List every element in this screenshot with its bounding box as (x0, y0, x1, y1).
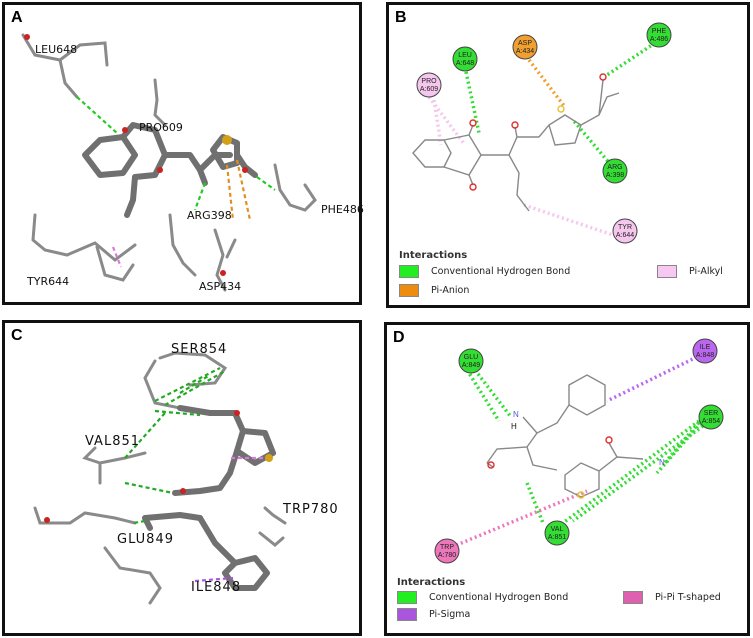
label-trp780: TRP780 (282, 502, 339, 517)
label-tyr644: TYR644 (26, 275, 69, 288)
node-circle (458, 348, 484, 374)
node-id: A:609 (420, 86, 438, 93)
legend-title: Interactions (397, 577, 466, 588)
node-leu648: LEU A:648 (452, 46, 478, 72)
legend-label: Pi-Anion (431, 285, 470, 296)
node-name: LEU (458, 52, 472, 59)
legend-swatch (623, 591, 643, 604)
panel-a-structure: LEU648 PRO609 ARG398 PHE486 TYR644 ASP43… (21, 33, 364, 293)
node-id: A:644 (616, 232, 634, 239)
legend-swatch (397, 608, 417, 621)
node-id: A:851 (548, 534, 566, 541)
node-name: SER (704, 410, 718, 417)
node-circle (698, 404, 724, 430)
panel-b: B (386, 2, 750, 308)
panel-letter: C (11, 327, 23, 344)
node-name: TYR (618, 224, 632, 231)
panel-c: C (2, 320, 362, 636)
legend-label: Conventional Hydrogen Bond (429, 592, 569, 603)
atom-n: N (513, 410, 519, 419)
legend-label: Pi-Alkyl (689, 266, 723, 277)
label-val851: VAL851 (85, 434, 140, 449)
label-pro609: PRO609 (139, 121, 183, 134)
label-ile848: ILE848 (191, 580, 241, 595)
panel-c-structure: SER854 VAL851 TRP780 GLU849 ILE848 (33, 342, 339, 605)
node-name: ARG (607, 164, 622, 171)
label-ser854: SER854 (171, 342, 227, 357)
node-circle (612, 218, 638, 244)
node-id: A:486 (650, 36, 668, 43)
node-val851: VAL A:851 (544, 520, 570, 546)
atom-nh: N (659, 458, 665, 467)
legend-item: Pi-Anion (399, 284, 469, 297)
node-circle (434, 538, 460, 564)
node-name: ILE (700, 344, 711, 351)
node-circle (646, 22, 672, 48)
legend-label: Pi-Sigma (429, 609, 471, 620)
panel-a: A (2, 2, 364, 305)
label-asp434: ASP434 (199, 280, 241, 293)
legend-item: Conventional Hydrogen Bond (399, 265, 570, 278)
legend-item: Pi-Sigma (397, 608, 470, 621)
label-leu648: LEU648 (35, 43, 77, 56)
node-id: A:780 (438, 552, 456, 559)
node-circle (602, 158, 628, 184)
atom-h: H (511, 422, 517, 431)
node-ile848: ILE A:848 (692, 338, 718, 364)
legend-item: Pi-Pi T-shaped (623, 591, 721, 604)
node-ser854: SER A:854 (698, 404, 724, 430)
node-phe486: PHE A:486 (646, 22, 672, 48)
node-circle (544, 520, 570, 546)
node-id: A:849 (462, 362, 480, 369)
node-name: VAL (551, 526, 564, 533)
node-id: A:848 (696, 352, 714, 359)
panel-d: D H N N GLU (384, 322, 750, 636)
node-name: ASP (518, 40, 532, 47)
node-arg398: ARG A:398 (602, 158, 628, 184)
node-tyr644: TYR A:644 (612, 218, 638, 244)
label-phe486: PHE486 (321, 203, 364, 216)
label-glu849: GLU849 (117, 532, 174, 547)
legend-swatch (657, 265, 677, 278)
panel-d-diagram: H N N GLU A:849 ILE A:848 SER A:854 VAL … (434, 338, 724, 564)
node-circle (512, 34, 538, 60)
node-circle (452, 46, 478, 72)
node-pro609: PRO A:609 (416, 72, 442, 98)
legend-swatch (399, 265, 419, 278)
node-id: A:648 (456, 60, 474, 67)
legend-swatch (399, 284, 419, 297)
node-name: TRP (440, 544, 454, 551)
panel-letter: A (11, 9, 23, 26)
legend-label: Conventional Hydrogen Bond (431, 266, 571, 277)
node-id: A:398 (606, 172, 624, 179)
node-id: A:854 (702, 418, 720, 425)
node-trp780: TRP A:780 (434, 538, 460, 564)
legend-item: Conventional Hydrogen Bond (397, 591, 568, 604)
panel-letter: B (395, 9, 407, 26)
legend-label: Pi-Pi T-shaped (655, 592, 721, 603)
legend-item: Pi-Alkyl (657, 265, 723, 278)
node-circle (416, 72, 442, 98)
node-name: GLU (464, 354, 478, 361)
node-asp434: ASP A:434 (512, 34, 538, 60)
node-id: A:434 (516, 48, 534, 55)
legend-title: Interactions (399, 250, 468, 261)
legend-swatch (397, 591, 417, 604)
panel-b-diagram: LEU A:648 ASP A:434 PHE A:486 PRO A:609 … (412, 22, 672, 244)
panel-letter: D (393, 329, 405, 346)
node-glu849: GLU A:849 (458, 348, 484, 374)
label-arg398: ARG398 (187, 209, 232, 222)
node-circle (692, 338, 718, 364)
node-name: PRO (421, 78, 437, 85)
node-name: PHE (652, 28, 667, 35)
